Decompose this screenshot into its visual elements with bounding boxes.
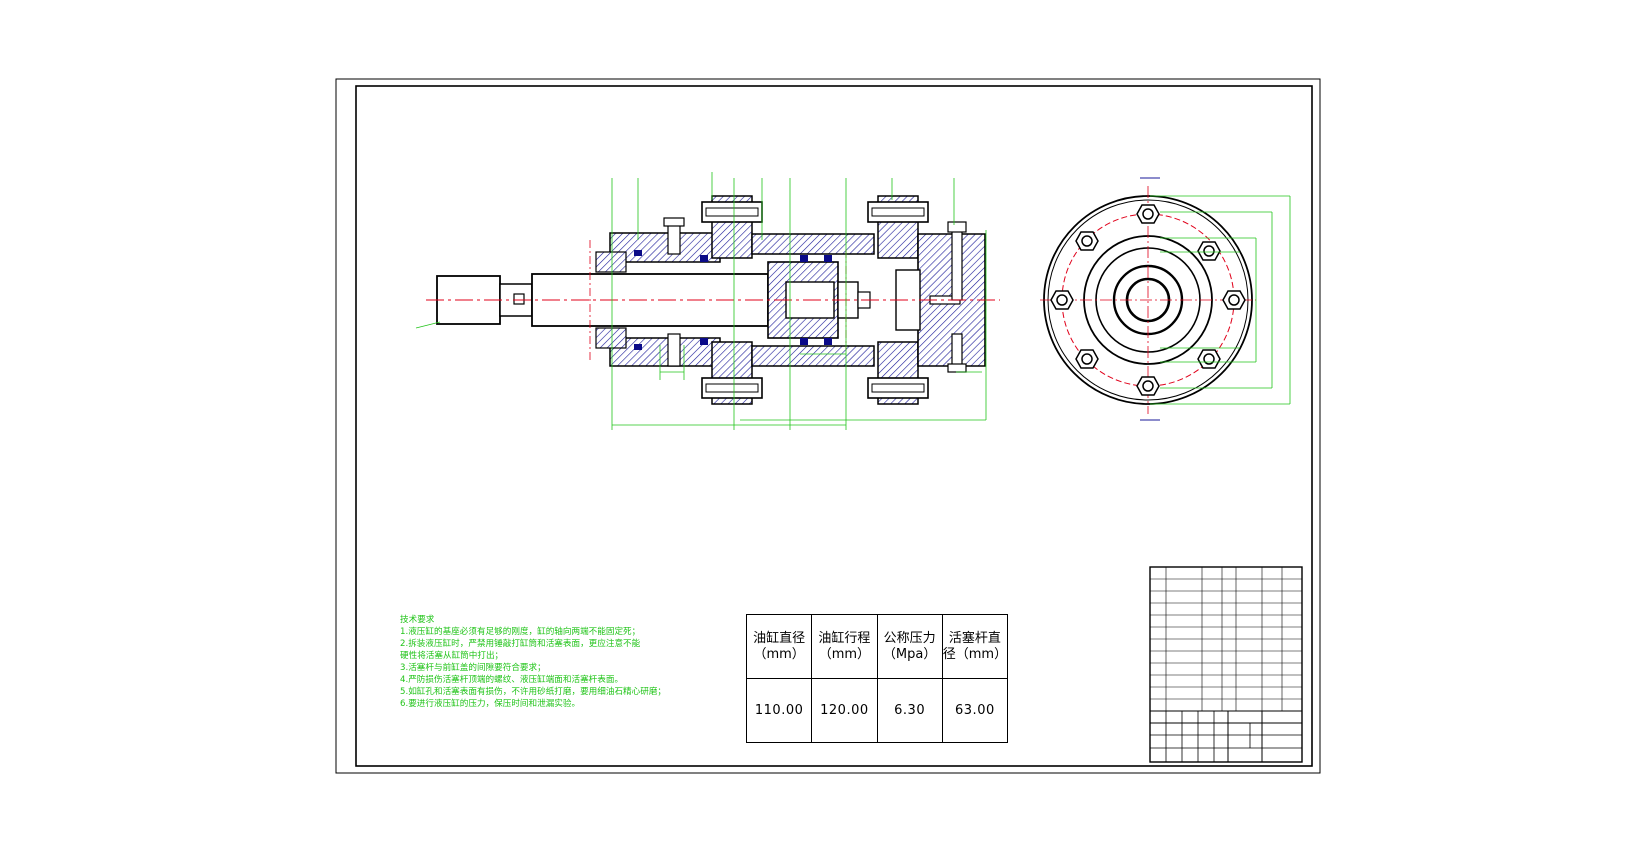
header-cylinder-stroke: 油缸行程 （mm）	[811, 614, 878, 679]
technical-requirements: 技术要求 1.液压缸的基座必须有足够的刚度，缸的轴向两端不能固定死； 2.拆装液…	[400, 614, 720, 710]
header-cylinder-diameter: 油缸直径 （mm）	[745, 614, 813, 679]
header-nominal-pressure: 公称压力 （Mpa）	[876, 614, 943, 679]
end-view-dimensions	[1150, 195, 1291, 405]
cylinder-end-view	[1040, 177, 1256, 421]
barrel-bottom-wall	[751, 345, 875, 367]
value-nominal-pressure: 6.30	[876, 678, 943, 743]
technical-requirements-heading: 技术要求	[400, 615, 435, 625]
flange-bolts	[1050, 204, 1246, 396]
outer-frame	[335, 78, 1321, 774]
requirement-item: 5.如缸孔和活塞表面有损伤，不许用砂纸打磨，要用细油石精心研磨；	[400, 687, 667, 697]
requirement-item: 硬性将活塞从缸筒中打出；	[400, 651, 504, 661]
value-cylinder-stroke: 120.00	[811, 678, 878, 743]
cylinder-section-view	[426, 195, 1000, 405]
barrel-top-wall	[751, 233, 875, 255]
requirement-item: 2.拆装液压缸时，严禁用锤敲打缸筒和活塞表面，更应注意不能	[400, 639, 641, 649]
seal	[800, 255, 808, 262]
requirement-item: 4.严防损伤活塞杆顶端的螺纹、液压缸端面和活塞杆表面。	[400, 675, 624, 685]
requirement-item: 3.活塞杆与前缸盖的间隙要符合要求；	[400, 663, 546, 673]
requirement-item: 6.要进行液压缸的压力，保压时间和泄漏实验。	[400, 699, 581, 709]
requirement-item: 1.液压缸的基座必须有足够的刚度，缸的轴向两端不能固定死；	[400, 627, 641, 637]
parameters-table: 油缸直径 （mm） 油缸行程 （mm） 公称压力 （Mpa） 活塞杆直 径（mm…	[745, 614, 1009, 743]
parts-list	[1149, 566, 1303, 763]
value-cylinder-diameter: 110.00	[745, 678, 813, 743]
inner-frame	[355, 85, 1313, 767]
section-dimensions	[415, 172, 987, 430]
value-rod-diameter: 63.00	[941, 678, 1009, 743]
header-rod-diameter: 活塞杆直 径（mm）	[941, 614, 1009, 679]
